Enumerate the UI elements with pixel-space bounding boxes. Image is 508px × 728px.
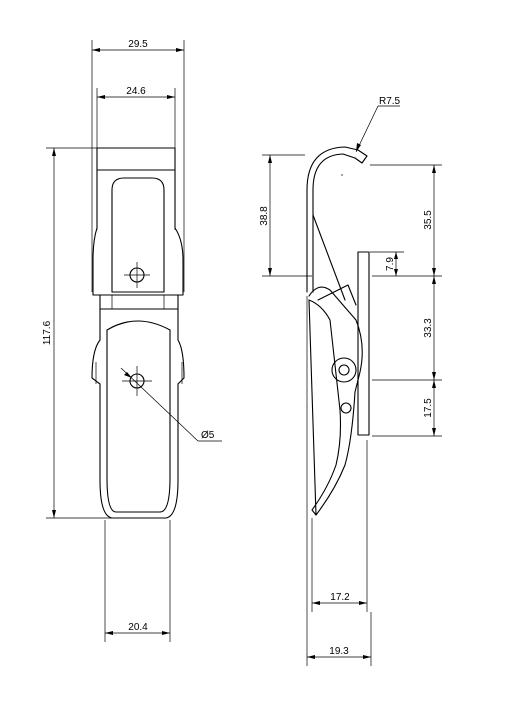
dim-middle-span: 33.3 (423, 318, 434, 338)
side-lever-link (317, 284, 357, 306)
front-catch-slot (111, 177, 165, 293)
side-hook-inner (312, 153, 356, 293)
front-view (91, 147, 185, 519)
side-base-plate (357, 251, 370, 436)
dim-plate-offset: 7.9 (385, 257, 396, 271)
dim-lower-span: 17.5 (423, 398, 434, 418)
side-hook-outer (306, 146, 359, 293)
dim-overall-width: 29.5 (128, 39, 148, 50)
front-top-plate (96, 147, 176, 171)
dim-hook-radius: R7.5 (379, 96, 401, 107)
side-hook-tip (354, 149, 368, 164)
side-pivot-outer (331, 357, 357, 383)
dim-depth-inner: 17.2 (330, 592, 350, 603)
side-lever-inner (308, 299, 342, 516)
dim-upper-span: 35.5 (423, 210, 434, 230)
dim-overall-height: 117.6 (42, 320, 53, 345)
front-hinge-band (99, 294, 179, 310)
side-lever-outer (308, 286, 363, 516)
front-lever-body (91, 308, 185, 519)
front-lever-face (106, 320, 171, 513)
dim-inner-width: 24.6 (126, 86, 146, 97)
dim-depth-overall: 19.3 (329, 646, 349, 657)
front-dimensions: 29.5 24.6 117.6 Ø5 20.4 (42, 39, 222, 642)
side-hook-bend (312, 214, 346, 301)
dim-hole-diameter: Ø5 (201, 430, 215, 441)
dim-hook-height: 38.8 (259, 206, 270, 226)
side-lower-hole (340, 402, 352, 414)
side-pivot-inner (338, 364, 350, 376)
side-dimensions: R7.5 38.8 35.5 33.3 17.5 7.9 (259, 96, 442, 666)
dim-bottom-width: 20.4 (128, 622, 148, 633)
front-catch-plate (92, 169, 184, 296)
side-view (306, 146, 370, 516)
